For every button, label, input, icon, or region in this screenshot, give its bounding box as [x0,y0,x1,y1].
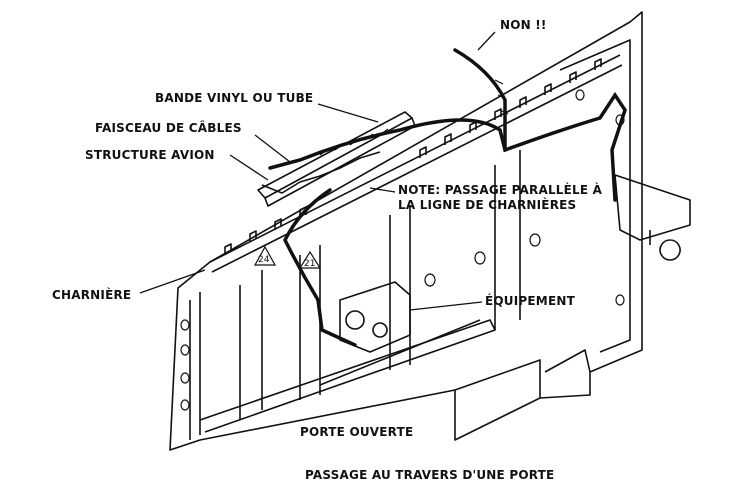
leader-bande [317,103,379,123]
diagram-caption: PASSAGE AU TRAVERS D'UNE PORTE [305,468,555,482]
label-porte-ouverte: PORTE OUVERTE [300,425,414,439]
tag-label: 24 [258,255,270,265]
wire-tag-24: 24 [253,245,277,266]
leader-note [369,187,396,193]
wire-harness [268,91,627,202]
leader-faisceau [254,134,291,163]
hinge-strip [209,54,623,273]
label-charniere: CHARNIÈRE [52,288,132,302]
leader-structure [229,154,269,181]
label-faisceau: FAISCEAU DE CÂBLES [95,121,242,135]
label-equipement: ÉQUIPEMENT [485,294,575,308]
label-non: NON !! [500,18,547,32]
note-line-2: LA LIGNE DE CHARNIÈRES [398,198,577,212]
leader-non [477,31,496,51]
leader-charniere [139,269,206,294]
label-structure-avion: STRUCTURE AVION [85,148,215,162]
aircraft-structure [257,111,416,207]
label-bande-vinyl: BANDE VINYL OU TUBE [155,91,314,105]
tag-label: 21 [304,259,315,269]
note-line-1: NOTE: PASSAGE PARALLÈLE À [398,183,603,197]
wire-tag-21: 21 [298,250,322,269]
door-panel [169,11,643,451]
leader-equipement [409,301,483,311]
